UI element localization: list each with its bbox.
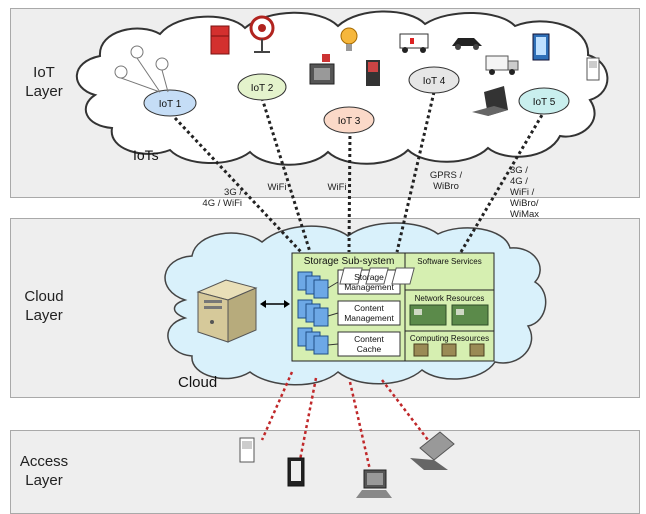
iot-node-4 xyxy=(408,66,460,94)
connection-label-iot5: 3G / 4G / WiFi / WiBro/ WiMax xyxy=(510,165,540,220)
access-desktop-icon xyxy=(356,469,392,498)
cloud-layer-label: Cloud Layer xyxy=(0,287,88,325)
link-tablet xyxy=(298,377,318,461)
link-iot3 xyxy=(347,129,352,253)
link-iot1 xyxy=(173,116,304,255)
car-icon xyxy=(452,38,482,50)
access-layer-label-line-1: Access xyxy=(19,453,69,470)
access-phone-icon xyxy=(239,437,255,463)
iot-layer-label-line-1: IoT xyxy=(33,64,55,81)
cloud-layer-label-line-1: Cloud xyxy=(24,288,64,305)
bidirectional-arrow-icon xyxy=(260,300,290,308)
iots-label: IoTs xyxy=(133,147,159,163)
link-phone xyxy=(260,371,294,441)
access-connections xyxy=(260,371,429,471)
cloud-label: Cloud xyxy=(178,374,218,391)
iot-node-label-3: IoT 3 xyxy=(338,116,361,127)
access-laptop-icon xyxy=(410,431,455,470)
iot-connections xyxy=(173,91,547,263)
tv-icon xyxy=(309,54,335,85)
vending-machine-icon xyxy=(366,60,380,86)
truck-icon xyxy=(485,55,519,75)
module-arrows xyxy=(327,281,339,346)
iot-node-3 xyxy=(323,106,375,134)
iot-node-1 xyxy=(143,89,197,117)
iot-node-label-5: IoT 5 xyxy=(533,97,556,108)
sensor-icons xyxy=(114,45,169,93)
access-layer-label: Access Layer xyxy=(0,452,88,490)
software-services-label: Software Services xyxy=(417,257,482,266)
link-iot2 xyxy=(260,97,312,253)
access-tablet-icon xyxy=(287,457,305,487)
laptop-icon xyxy=(472,86,508,116)
connection-label-iot1: 3G / 4G / WiFi xyxy=(202,187,242,209)
link-laptop xyxy=(381,379,429,441)
tablet-icon xyxy=(532,33,550,61)
iot-node-label-1: IoT 1 xyxy=(159,99,182,110)
computing-chip-icons xyxy=(413,343,485,357)
computing-resources-label: Computing Resources xyxy=(409,334,490,343)
phone-icon xyxy=(586,57,600,81)
software-service-icons xyxy=(339,267,415,285)
cloud-layer-label-line-2: Layer xyxy=(25,307,63,324)
iot-layer-label: IoT Layer xyxy=(0,63,88,101)
connection-label-iot2: WiFi xyxy=(267,182,287,193)
link-desktop xyxy=(348,381,372,471)
storage-subsystem-title: Storage Sub-system xyxy=(303,256,395,267)
iot-node-label-2: IoT 2 xyxy=(251,83,274,94)
server-icon xyxy=(196,279,258,343)
access-layer-label-line-2: Layer xyxy=(25,472,63,489)
iot-layer-label-line-2: Layer xyxy=(25,83,63,100)
fan-icon xyxy=(249,15,275,53)
ambulance-icon xyxy=(399,33,429,53)
iot-node-shapes xyxy=(143,66,570,134)
bulb-icon xyxy=(340,27,358,51)
storage-disk-icons xyxy=(297,271,329,355)
network-resources-label: Network Resources xyxy=(414,294,485,303)
iot-node-label-4: IoT 4 xyxy=(423,76,446,87)
refrigerator-icon xyxy=(210,25,230,55)
network-board-icons xyxy=(409,304,489,326)
connection-label-iot4: GPRS / WiBro xyxy=(429,170,463,192)
iot-cloud-shape xyxy=(75,10,609,166)
iot-node-5 xyxy=(518,87,570,115)
connection-label-iot3: WiFi xyxy=(327,182,347,193)
iot-node-2 xyxy=(237,73,287,101)
